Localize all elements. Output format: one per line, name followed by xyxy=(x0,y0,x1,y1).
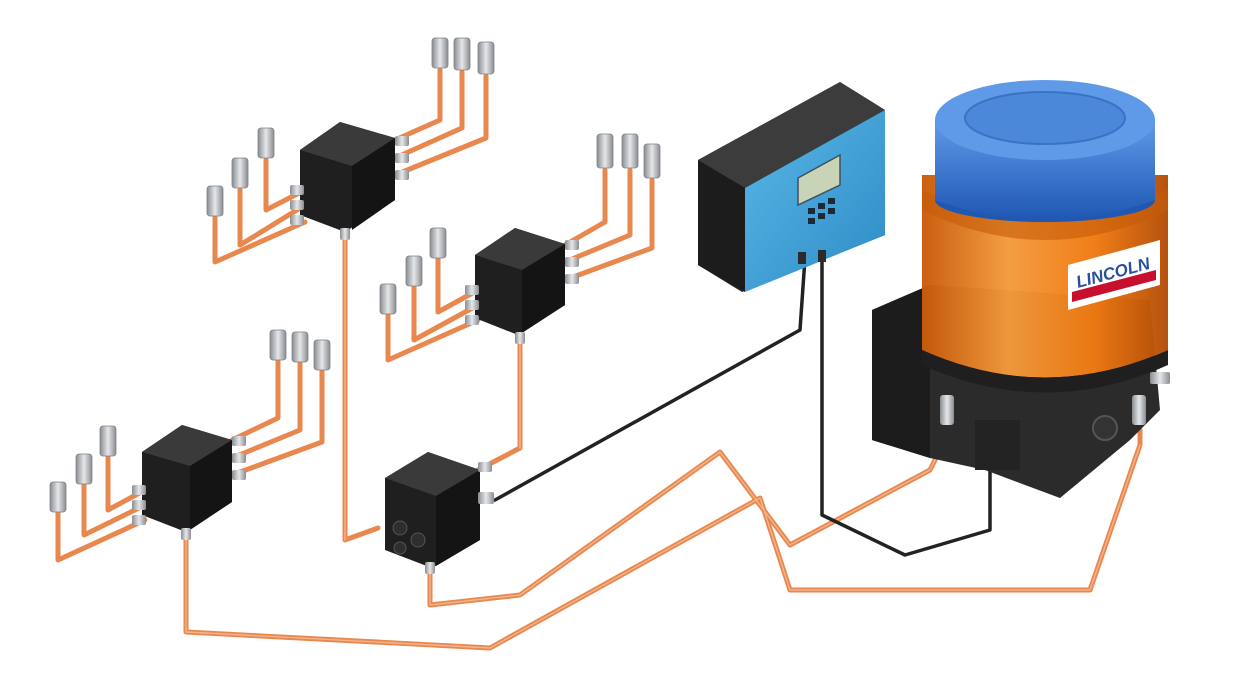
controller-display xyxy=(797,153,841,207)
control-unit xyxy=(698,82,885,292)
lincoln-logo: LINCOLN xyxy=(1068,240,1160,310)
grease-fittings xyxy=(49,37,661,513)
secondary-distributor-block-left xyxy=(132,425,246,540)
secondary-distributor-block-top xyxy=(290,122,409,240)
main-distributor-block xyxy=(385,452,494,574)
lubricant-tubes xyxy=(55,67,1143,651)
electrical-cables xyxy=(493,256,992,557)
controller-keypad xyxy=(808,198,835,224)
secondary-distributor-block-middle xyxy=(465,228,579,344)
lubrication-pump: LINCOLN xyxy=(872,80,1170,498)
